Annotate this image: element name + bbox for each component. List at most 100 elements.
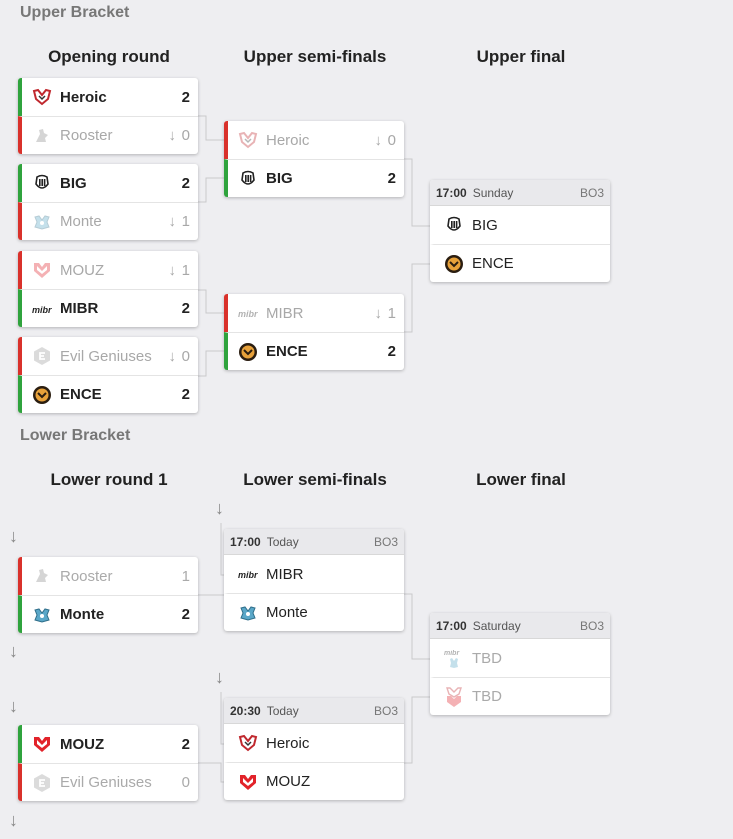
team-row[interactable]: Heroic↓0 [224, 121, 404, 159]
big-logo-icon [32, 173, 52, 193]
team-score: 1 [181, 213, 190, 230]
team-row[interactable]: MOUZ 2 [18, 725, 198, 763]
team-row[interactable]: Monte↓1 [18, 202, 198, 240]
mibr-logo-icon: mibr [238, 564, 258, 584]
match-time: 17:00 [436, 185, 467, 200]
monte-logo-icon [238, 603, 258, 623]
team-name: Evil Geniuses [60, 774, 152, 791]
team-name: TBD [472, 688, 502, 705]
team-name: Monte [266, 604, 308, 621]
team-score: 1 [181, 261, 190, 279]
team-name: ENCE [266, 343, 308, 360]
drop-arrow-icon: ↓ [9, 526, 18, 546]
big-logo-icon [238, 169, 258, 189]
drop-arrow-icon: ↓ [9, 641, 18, 661]
team-row[interactable]: mibr MIBR ↓1 [224, 294, 404, 332]
team-name: Evil Geniuses [60, 347, 152, 365]
team-row[interactable]: Heroic [224, 724, 404, 762]
match-format: BO3 [373, 534, 398, 549]
match-card[interactable]: BIG 2 Monte↓1 [18, 164, 198, 240]
team-name: Rooster [60, 127, 113, 144]
team-name: MOUZ [60, 735, 105, 753]
team-name: Heroic [266, 734, 310, 752]
team-score: 1 [387, 304, 396, 322]
round-title-lower-final: Lower final [476, 470, 566, 489]
upper-bracket-title: Upper Bracket [20, 4, 130, 21]
match-card[interactable]: MOUZ↓1 mibr MIBR 2 [18, 251, 198, 327]
lower-bracket-title: Lower Bracket [20, 427, 131, 444]
team-row[interactable]: BIG [430, 206, 610, 244]
team-row[interactable]: BIG 2 [18, 164, 198, 202]
team-row[interactable]: Rooster 1 [18, 557, 198, 595]
team-name: MOUZ [266, 773, 311, 790]
team-row[interactable]: ENCE [430, 244, 610, 282]
team-score: 2 [181, 300, 190, 317]
eliminated-arrow-icon: ↓ [374, 304, 383, 322]
team-row[interactable]: Evil Geniuses↓0 [18, 337, 198, 375]
team-name: TBD [472, 649, 502, 667]
drop-arrow-icon: ↓ [215, 498, 224, 518]
team-row[interactable]: Rooster↓0 [18, 116, 198, 154]
team-row[interactable]: MOUZ [224, 762, 404, 800]
team-name: ENCE [60, 386, 102, 403]
match-format: BO3 [579, 185, 604, 200]
team-score: 2 [181, 174, 190, 192]
svg-text:mibr: mibr [238, 570, 258, 580]
team-row[interactable]: ENCE 2 [18, 375, 198, 413]
monte-logo-icon [32, 212, 52, 232]
heroic-mouz-logo-icon [444, 686, 464, 707]
team-name: Heroic [266, 131, 310, 149]
eliminated-arrow-icon: ↓ [374, 131, 383, 149]
heroic-logo-icon [238, 130, 258, 150]
team-row[interactable]: MOUZ↓1 [18, 251, 198, 289]
heroic-logo-icon [238, 733, 258, 753]
match-day: Saturday [472, 618, 521, 633]
team-name: Rooster [60, 567, 113, 585]
team-name: BIG [266, 170, 293, 187]
match-time: 17:00 [230, 534, 261, 549]
team-name: MIBR [60, 300, 99, 317]
eliminated-arrow-icon: ↓ [168, 261, 177, 279]
round-title-opening: Opening round [48, 47, 170, 66]
team-score: 2 [181, 735, 190, 753]
team-row[interactable]: TBD [430, 677, 610, 715]
eliminated-arrow-icon: ↓ [168, 347, 177, 365]
team-row[interactable]: Monte [224, 593, 404, 631]
mouz-logo-icon [238, 772, 258, 792]
drop-arrow-icon: ↓ [9, 696, 18, 716]
team-score: 2 [181, 386, 190, 403]
match-format: BO3 [373, 703, 398, 718]
team-name: MIBR [266, 304, 304, 322]
mibr-logo-icon: mibr [238, 303, 258, 323]
team-row[interactable]: mibr MIBR 2 [18, 289, 198, 327]
match-header: 17:00 Today BO3 [224, 529, 404, 555]
heroic-logo-icon [32, 87, 52, 107]
eg-logo-icon [32, 773, 52, 793]
match-day: Today [266, 534, 299, 549]
team-name: BIG [60, 174, 87, 192]
eliminated-arrow-icon: ↓ [168, 213, 177, 230]
round-title-lower-round1: Lower round 1 [50, 470, 168, 489]
svg-text:mibr: mibr [32, 305, 52, 315]
team-score: 1 [181, 567, 190, 585]
